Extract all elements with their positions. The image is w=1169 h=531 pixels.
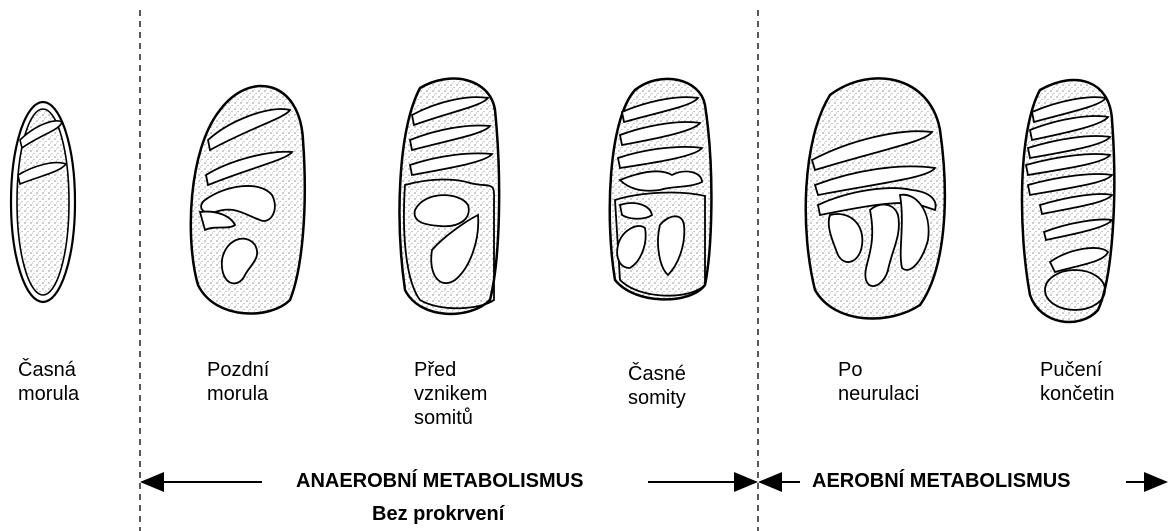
- stage-label-line: Před: [414, 358, 487, 382]
- mitochondrion-late-morula: [191, 86, 305, 314]
- mitochondrion-early-morula: [11, 102, 75, 302]
- stage-label-line: Pučení: [1040, 358, 1115, 382]
- stage-label-line: vznikem: [414, 382, 487, 406]
- stage-label-after-neurulation: Po neurulaci: [838, 358, 919, 406]
- stage-label-early-morula: Časná morula: [18, 358, 79, 406]
- aerobic-metabolism-label: AEROBNÍ METABOLISMUS: [808, 470, 1075, 493]
- stage-label-line: Časné: [628, 362, 686, 386]
- stage-label-line: somity: [628, 386, 686, 410]
- no-blood-supply-label: Bez prokrvení: [368, 503, 508, 526]
- anaerobic-metabolism-label: ANAEROBNÍ METABOLISMUS: [292, 470, 587, 493]
- stage-label-line: končetin: [1040, 382, 1115, 406]
- stage-label-line: Po: [838, 358, 919, 382]
- stage-label-line: morula: [18, 382, 79, 406]
- stage-label-early-somites: Časné somity: [628, 362, 686, 410]
- mitochondrion-limb-budding: [1022, 80, 1114, 322]
- stage-label-limb-budding: Pučení končetin: [1040, 358, 1115, 406]
- stage-label-late-morula: Pozdní morula: [207, 358, 269, 406]
- stage-label-before-somites: Před vznikem somitů: [414, 358, 487, 430]
- mitochondrion-early-somites: [610, 79, 712, 300]
- mitochondrion-after-neurulation: [806, 78, 945, 318]
- stage-label-line: somitů: [414, 406, 487, 430]
- stage-label-line: neurulaci: [838, 382, 919, 406]
- stage-label-line: morula: [207, 382, 269, 406]
- stage-label-line: Časná: [18, 358, 79, 382]
- mitochondrion-before-somites: [400, 79, 500, 314]
- stage-label-line: Pozdní: [207, 358, 269, 382]
